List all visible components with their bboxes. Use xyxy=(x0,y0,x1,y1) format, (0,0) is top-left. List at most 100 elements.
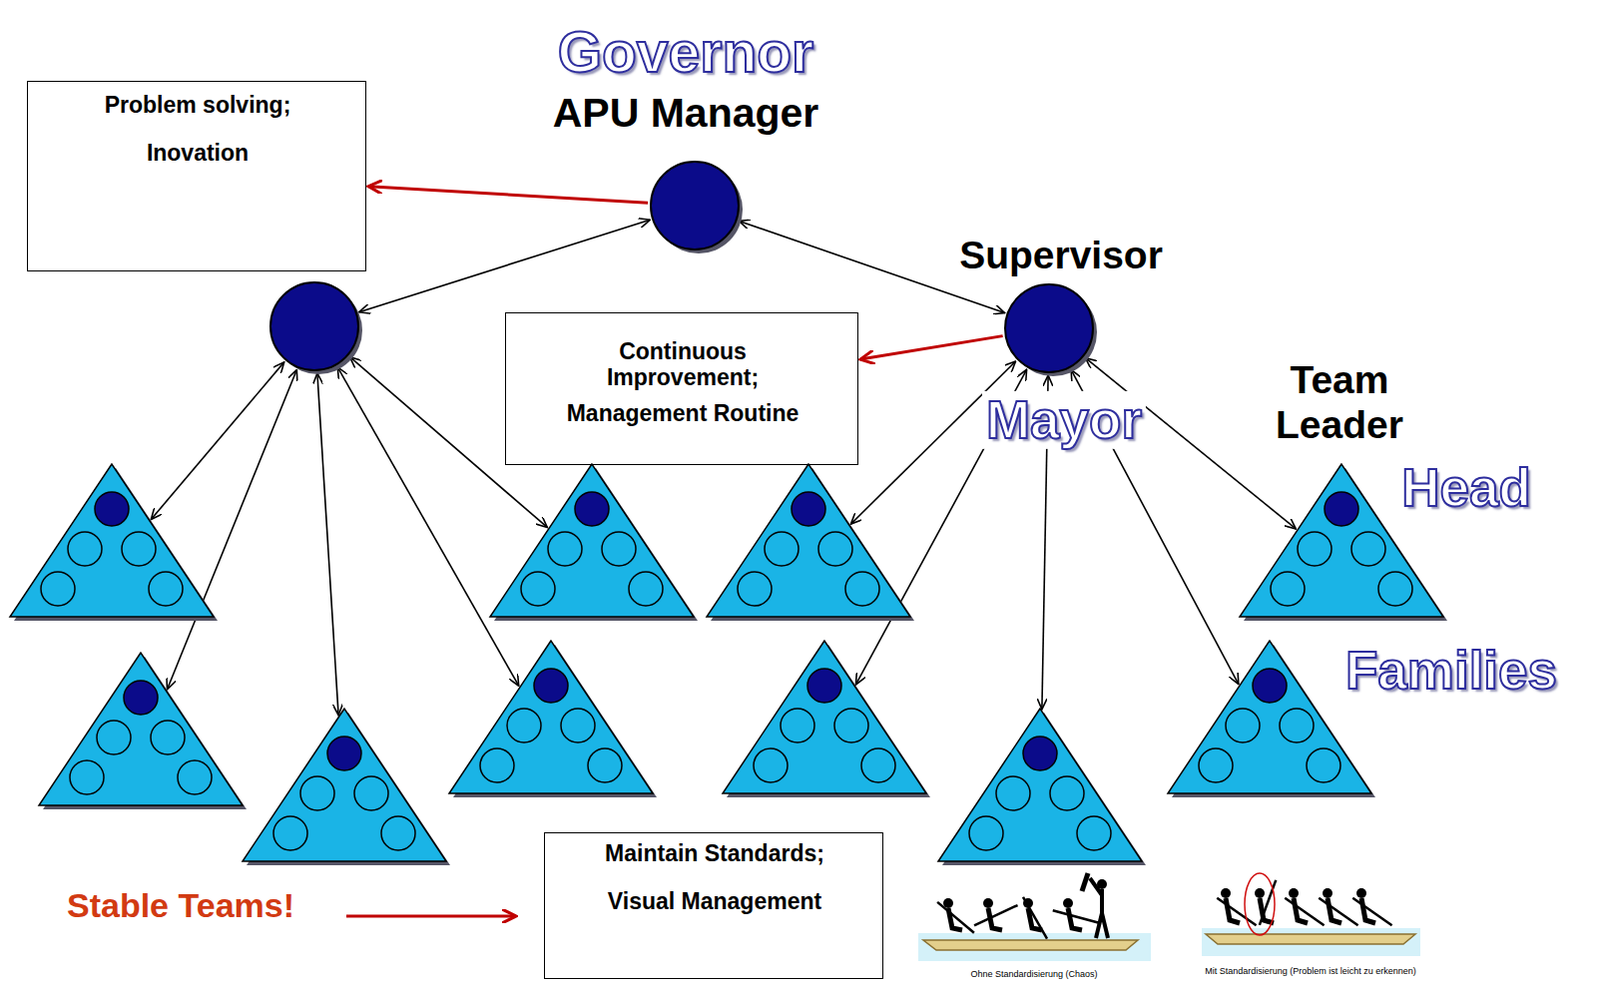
box-text: Management Routine xyxy=(518,400,848,427)
team-triangle: Team LeaderHead xyxy=(1239,464,1444,617)
member-dot xyxy=(1351,532,1386,566)
member-dot xyxy=(1076,816,1111,851)
rower-body xyxy=(1225,898,1240,924)
member-dot xyxy=(1297,532,1332,566)
member-dot xyxy=(148,571,183,606)
member-dot xyxy=(1225,708,1260,743)
water xyxy=(1201,928,1421,957)
leader-dot xyxy=(94,492,129,527)
member-dot xyxy=(96,720,131,755)
member-dot xyxy=(521,571,555,606)
rower-figure xyxy=(1216,888,1256,926)
member-dot xyxy=(560,708,595,743)
triangle-shape xyxy=(938,708,1142,862)
boat-hull xyxy=(1205,934,1416,945)
megaphone xyxy=(1081,873,1088,892)
leader-dot xyxy=(123,680,158,715)
standing-figure xyxy=(1081,873,1108,939)
leader-dot xyxy=(1252,668,1287,703)
leader-dot xyxy=(574,492,609,527)
rower-head xyxy=(983,898,994,909)
slogan: Stable Teams! xyxy=(66,886,295,926)
member-dot xyxy=(1306,748,1341,783)
leader-dot xyxy=(1324,492,1359,527)
process-box: Continuous Improvement; Management Routin… xyxy=(505,312,859,466)
rower-figure xyxy=(1318,888,1358,926)
rower-figure xyxy=(1284,888,1324,926)
leader-dot xyxy=(533,668,568,703)
member-dot xyxy=(507,708,541,743)
triangle-fill xyxy=(490,464,694,617)
rower-head xyxy=(1063,898,1073,909)
triangle-shape xyxy=(9,464,214,617)
member-dot xyxy=(67,532,102,566)
team-triangle: Families xyxy=(1167,640,1372,794)
leader-dot xyxy=(327,736,362,771)
team-triangle xyxy=(449,640,653,794)
team-triangle xyxy=(706,464,911,617)
triangle-shape xyxy=(706,464,911,617)
member-dot xyxy=(601,532,636,566)
rower-figure xyxy=(937,898,975,934)
rower-body xyxy=(1067,908,1082,931)
rower-head xyxy=(1356,888,1367,899)
triangle-shape xyxy=(449,640,653,794)
team-triangle xyxy=(490,464,694,617)
member-dot xyxy=(861,748,896,783)
circle-shape xyxy=(269,281,360,372)
triangle-fill xyxy=(242,708,447,862)
rower-head xyxy=(1288,888,1299,899)
box-text: Inovation xyxy=(146,139,249,166)
rower-body xyxy=(1327,898,1342,924)
box-text: Continuous Improvement; xyxy=(557,338,808,392)
circle-fill xyxy=(1005,284,1093,373)
oar xyxy=(937,902,975,934)
member-dot xyxy=(381,816,416,851)
circle-fill xyxy=(650,161,739,250)
member-dot xyxy=(587,748,622,783)
member-dot xyxy=(1279,708,1314,743)
member-dot xyxy=(150,720,185,755)
member-dot xyxy=(753,748,788,783)
member-dot xyxy=(834,708,869,743)
manager-circle: GovernorAPU Manager xyxy=(649,160,740,251)
member-dot xyxy=(1378,571,1413,606)
process-box: Maintain Standards; Visual Management xyxy=(543,832,884,980)
manager-circle: SupervisorMayor xyxy=(1004,283,1094,374)
team-triangle xyxy=(9,464,214,617)
role-label: APU Manager xyxy=(552,89,820,137)
circle-fill xyxy=(270,282,359,371)
box-text: Visual Management xyxy=(607,888,822,915)
rower-head xyxy=(1220,888,1231,899)
member-dot xyxy=(480,748,515,783)
role-label: Team Leader xyxy=(1244,358,1435,449)
triangle-shape xyxy=(242,708,447,862)
rower-figure xyxy=(1352,888,1392,926)
member-dot xyxy=(40,571,75,606)
box-text: Problem solving; xyxy=(104,91,292,118)
member-dot xyxy=(628,571,663,606)
oar xyxy=(1216,898,1256,927)
team-triangle xyxy=(38,652,243,806)
highlight-ellipse xyxy=(1244,873,1275,936)
member-dot xyxy=(1270,571,1305,606)
rower-body xyxy=(1293,898,1308,924)
circle-shape xyxy=(1004,283,1094,374)
circle-shape xyxy=(649,160,740,251)
triangle-fill xyxy=(449,640,653,794)
rower-figure xyxy=(1023,897,1048,940)
leader-dot xyxy=(791,492,826,527)
link-arrow xyxy=(166,370,297,690)
oar xyxy=(1053,910,1099,923)
rower-head xyxy=(1254,888,1265,899)
box-text: Maintain Standards; xyxy=(604,840,825,867)
stable-teams-arrow xyxy=(346,915,517,919)
member-dot xyxy=(547,532,582,566)
member-dot xyxy=(1050,776,1084,811)
team-triangle xyxy=(242,708,447,862)
leader-dot xyxy=(1023,736,1058,771)
triangle-shape xyxy=(38,652,243,806)
role-label: Governor xyxy=(553,20,819,84)
triangle-fill xyxy=(9,464,214,617)
